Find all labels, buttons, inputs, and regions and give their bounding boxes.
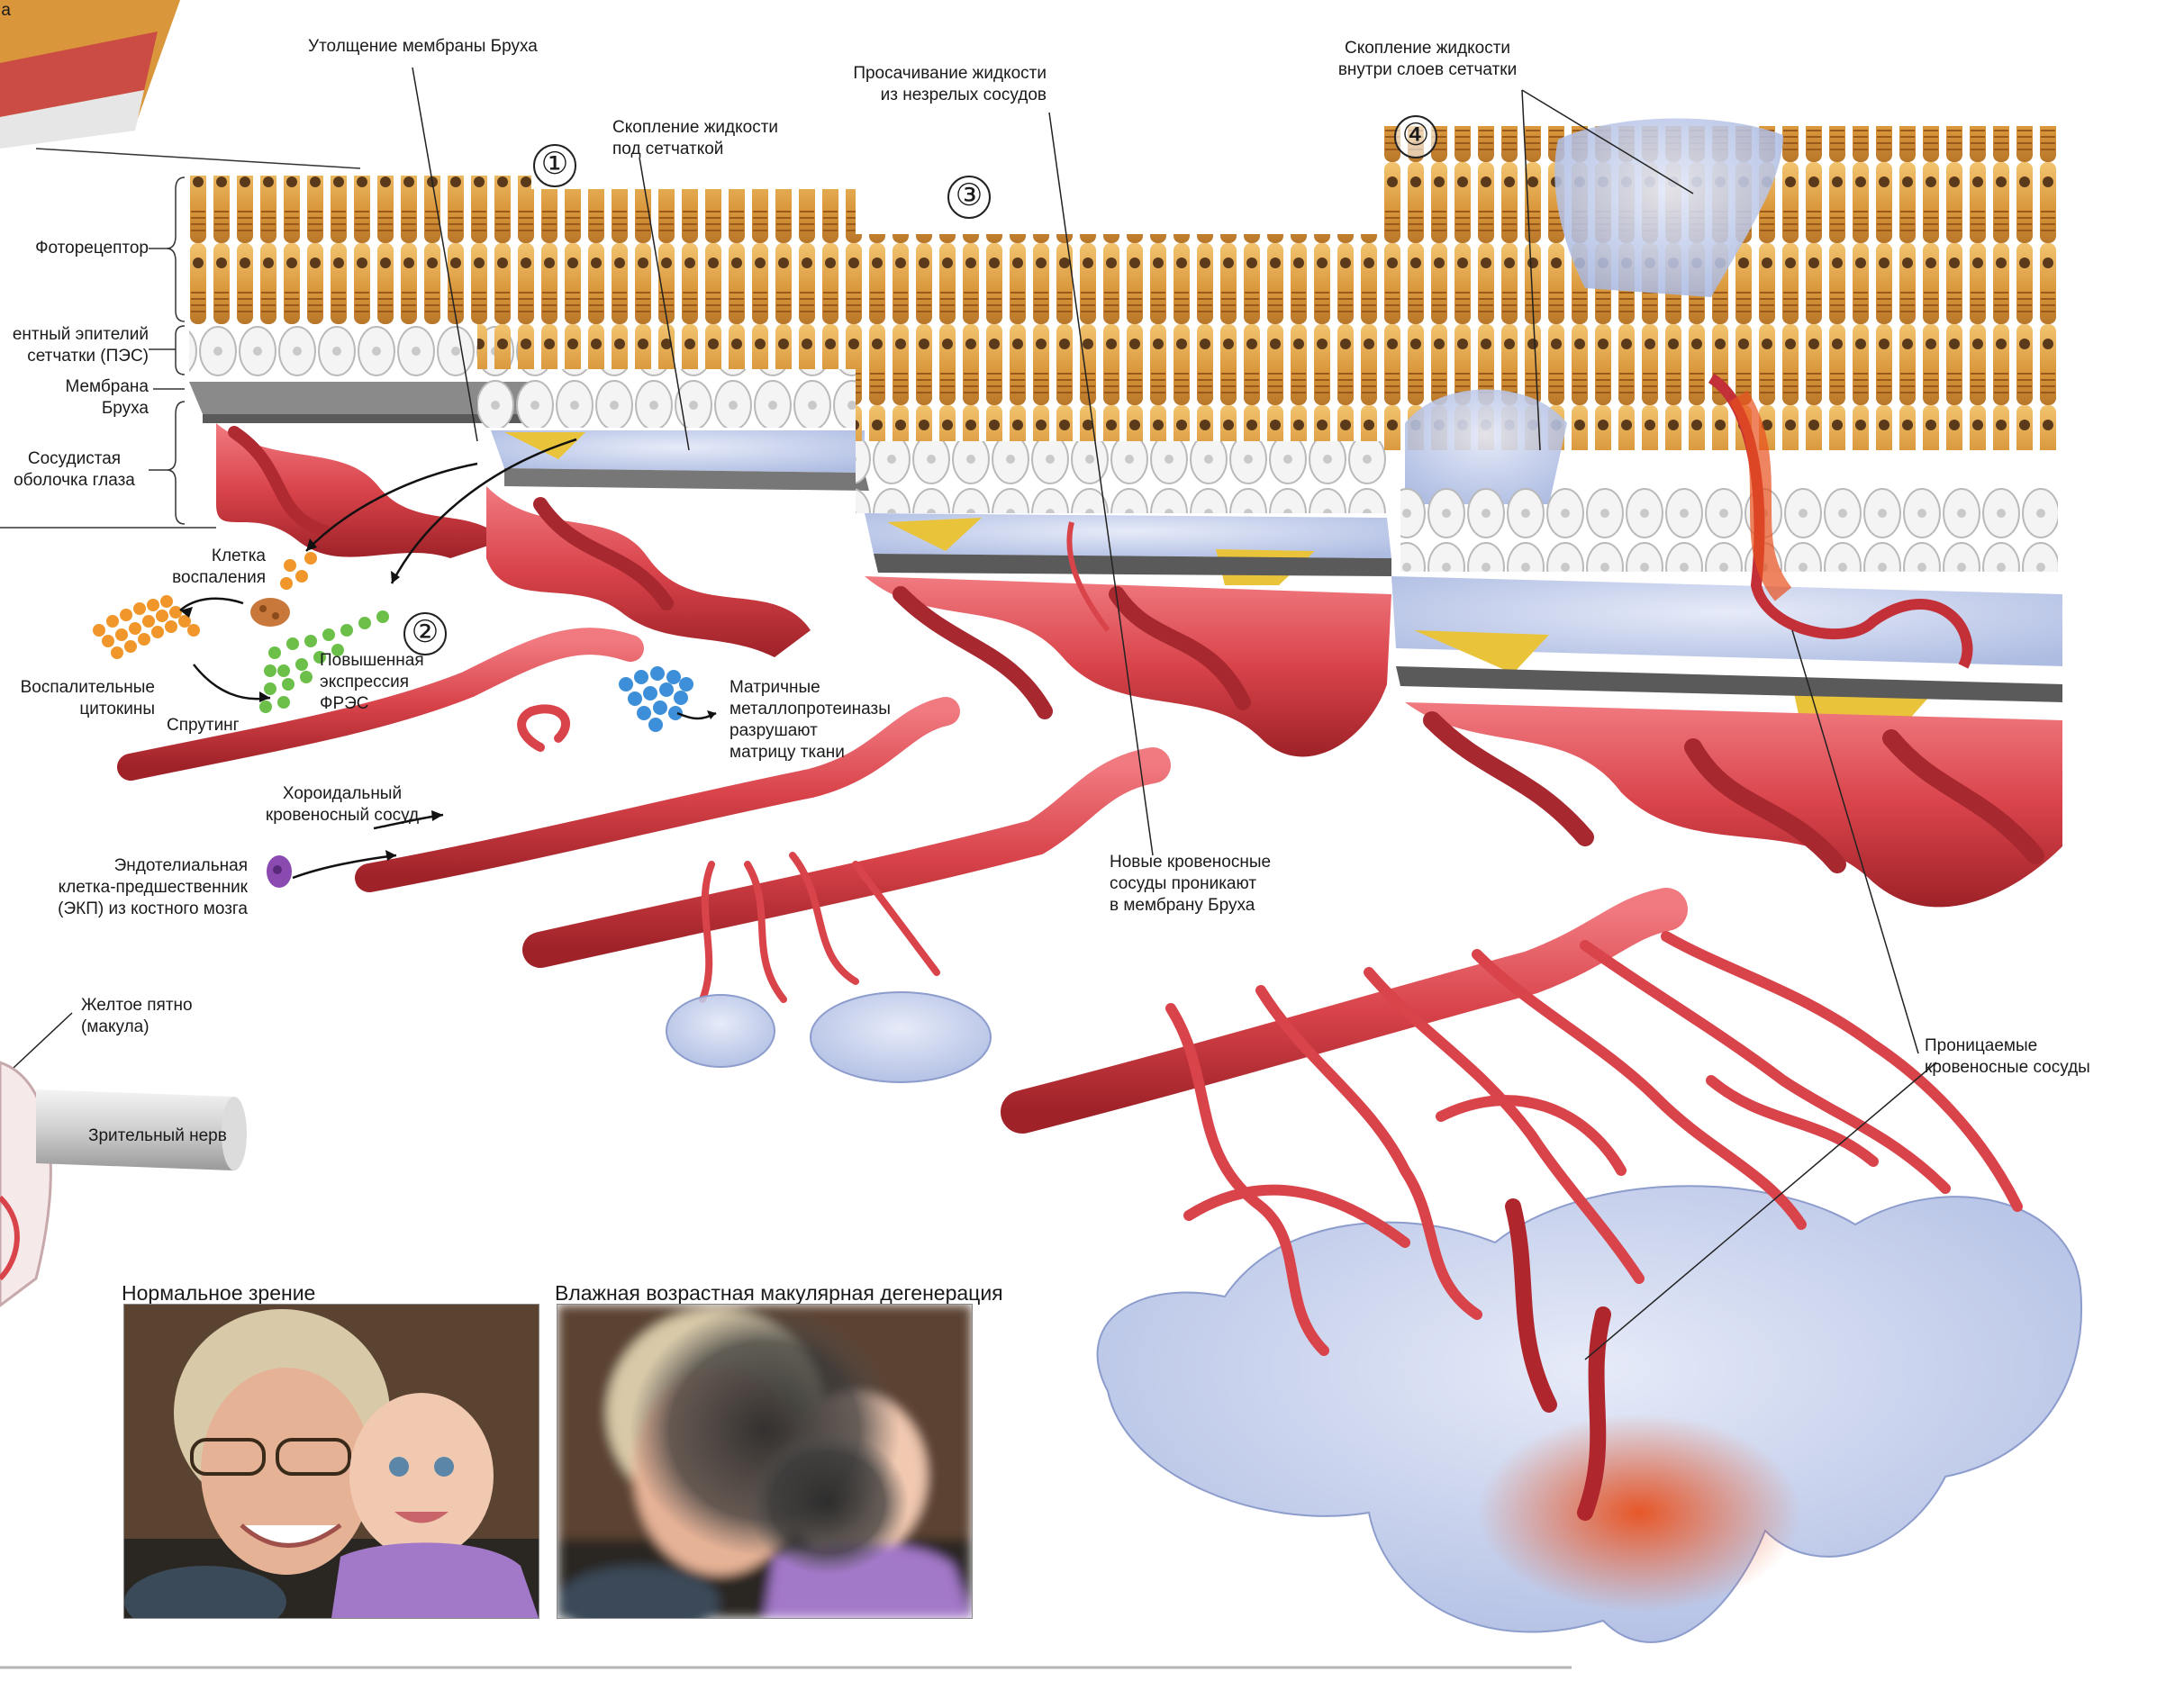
- stage-3-marker: ③: [947, 176, 991, 219]
- label-mmp: Матричные металлопротеиназы разрушают ма…: [730, 677, 919, 764]
- stage-4-tissue: [1378, 118, 2062, 907]
- label-subretinal-fluid: Скопление жидкости под сетчаткой: [612, 117, 820, 160]
- inflammatory-cell: [250, 598, 290, 627]
- eye-inset-fragment: [0, 0, 180, 149]
- stage-1-marker: ①: [533, 144, 576, 187]
- stage-2-marker: ②: [403, 612, 447, 655]
- label-optic-nerve: Зрительный нерв: [88, 1125, 295, 1147]
- label-fluid-leak: Просачивание жидкости из незрелых сосудо…: [811, 63, 1047, 106]
- label-sprouting: Спрутинг: [167, 715, 275, 737]
- label-choroid: Сосудистая оболочка глаза: [0, 448, 149, 492]
- epc-cell: [267, 855, 292, 888]
- stage-4-marker: ④: [1394, 115, 1437, 158]
- eye-partial: [0, 1062, 247, 1306]
- label-photoreceptor: Фоторецептор: [0, 238, 149, 259]
- label-macula: Желтое пятно (макула): [81, 995, 261, 1038]
- photo-normal-vision: [123, 1304, 539, 1619]
- photo-wet-amd: [557, 1304, 973, 1619]
- label-choroidal-vessel: Хороидальный кровеносный сосуд: [243, 783, 441, 827]
- label-cytokines: Воспалительные цитокины: [0, 677, 155, 720]
- label-bruch: Мембрана Бруха: [0, 376, 149, 420]
- stage-1-fluid-region: [477, 189, 869, 657]
- label-inflammatory-cell: Клетка воспаления: [144, 546, 266, 589]
- label-top-fragment: а: [0, 0, 11, 22]
- label-intraretinal-fluid: Скопление жидкости внутри слоев сетчатки: [1310, 38, 1545, 81]
- label-new-vessels: Новые кровеносные сосуды проникают в мем…: [1110, 852, 1326, 917]
- label-permeable-vessels: Проницаемые кровеносные сосуды: [1925, 1035, 2132, 1079]
- caption-normal-vision: Нормальное зрение: [122, 1280, 392, 1306]
- label-epc: Эндотелиальная клетка-предшественник (ЭК…: [0, 855, 248, 920]
- mmp-particles: [619, 666, 693, 732]
- label-bruch-thickening: Утолщение мембраны Бруха: [308, 36, 578, 58]
- label-rpe: ентный эпителий сетчатки (ПЭС): [0, 324, 149, 367]
- label-vegf: Повышенная экспрессия ФРЭС: [320, 650, 464, 715]
- stage-3-tissue: [856, 234, 1391, 756]
- caption-wet-amd: Влажная возрастная макулярная дегенераци…: [555, 1280, 1059, 1306]
